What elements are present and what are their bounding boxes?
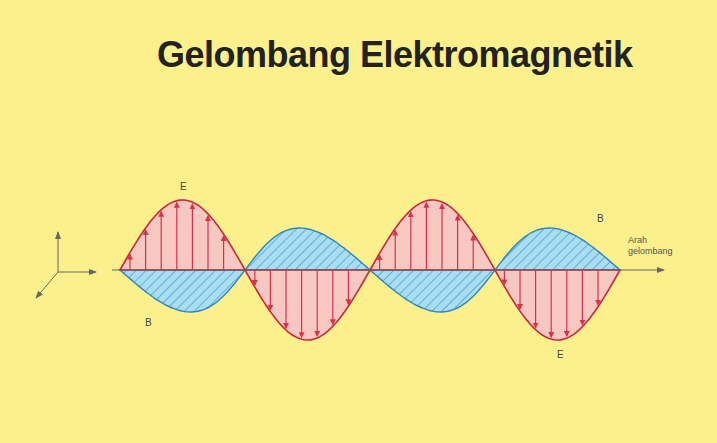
- field-label: B: [145, 317, 152, 328]
- field-arrow: [129, 255, 130, 270]
- field-arrow: [348, 270, 349, 304]
- field-arrow: [285, 270, 286, 328]
- field-arrow: [457, 216, 458, 271]
- field-arrow: [566, 270, 567, 336]
- field-arrow: [504, 270, 505, 284]
- field-arrow: [254, 270, 255, 285]
- field-arrow: [395, 231, 396, 270]
- field-arrow: [410, 212, 411, 270]
- field-arrow: [519, 270, 520, 309]
- field-label: B: [597, 213, 604, 224]
- field-arrow: [145, 230, 146, 270]
- field-arrow: [597, 270, 598, 305]
- field-arrow: [223, 236, 224, 270]
- field-arrow: [270, 270, 271, 310]
- field-arrow: [426, 203, 427, 270]
- field-arrow: [161, 212, 162, 270]
- field-arrow: [441, 204, 442, 270]
- field-arrow: [551, 270, 552, 337]
- coordinate-axes: [36, 232, 96, 298]
- field-label: E: [557, 349, 564, 360]
- field-arrow: [535, 270, 536, 328]
- field-arrow: [207, 216, 208, 270]
- field-arrow: [473, 236, 474, 271]
- propagation-axis: [112, 269, 664, 270]
- field-label: E: [180, 181, 187, 192]
- direction-label: Arah gelombang: [628, 235, 672, 257]
- field-arrow: [582, 270, 583, 325]
- field-arrow: [192, 204, 193, 270]
- field-arrow: [379, 255, 380, 270]
- field-arrow: [332, 270, 333, 324]
- field-arrow: [301, 270, 302, 337]
- field-arrow: [176, 203, 177, 270]
- title: Gelombang Elektromagnetik: [157, 34, 633, 76]
- field-arrow: [317, 270, 318, 336]
